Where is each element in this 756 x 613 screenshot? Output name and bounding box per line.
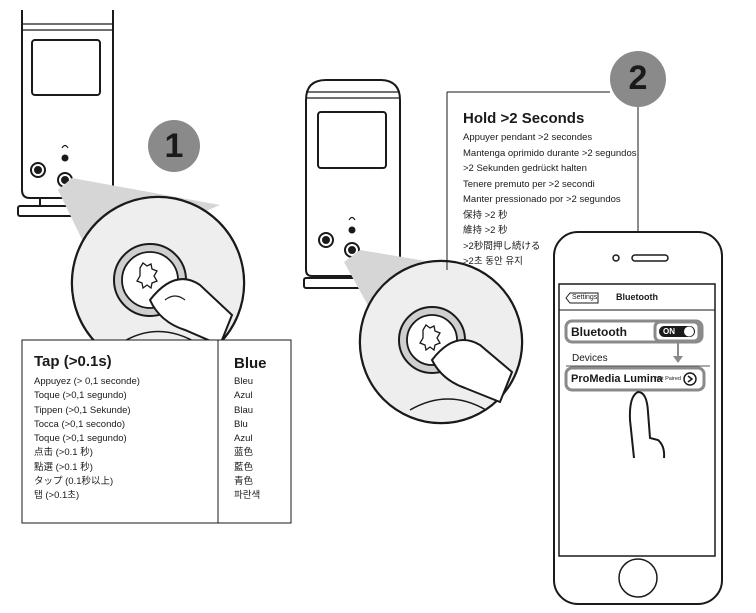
hold-line: 保持 >2 秒 [463,209,508,221]
blue-box-frame [217,339,292,524]
tap-line: Tocca (>0,1 secondo) [34,418,126,430]
hold-line: >2秒間押し続ける [463,240,541,252]
hold-line: 維持 >2 秒 [463,225,508,236]
blue-line: Azul [234,390,253,402]
hold-box-frame [446,92,639,270]
step-1-badge [148,120,200,172]
blue-line: Blu [234,418,248,430]
blue-line: 藍色 [234,461,254,473]
zoom-circle-1 [70,195,246,371]
hold-line: Tenere premuto per >2 secondi [463,178,595,190]
tap-line: 点击 (>0.1 秒) [34,447,93,459]
tap-box-frame [21,339,219,524]
tap-line: 點選 (>0.1 秒) [34,461,93,473]
hold-line: Appuyer pendant >2 secondes [463,132,593,143]
device-name[interactable]: ProMedia Lumina [571,373,663,385]
blue-translations: Bleu Azul Blau Blu Azul 蓝色 藍色 青色 파란색 [234,375,260,504]
tap-title: Tap (>0.1s) [34,353,112,370]
device-status: Not Paired [655,376,681,382]
step-1-number: 1 [164,127,184,165]
zoom-circle-2 [358,259,524,425]
devices-label: Devices [572,353,608,364]
blue-line: 青色 [234,476,254,488]
hold-line: Manter pressionado por >2 segundos [463,194,621,205]
tap-line: Appuyez (> 0,1 seconde) [34,376,140,387]
screen-title: Bluetooth [616,292,658,302]
tap-line: Tippen (>0,1 Sekunde) [34,404,131,416]
blue-line: Azul [234,433,253,445]
hold-title: Hold >2 Seconds [463,110,585,127]
step-2-badge [610,51,666,107]
tap-line: Toque (>0,1 segundo) [34,433,127,445]
blue-title: Blue [234,355,267,372]
bluetooth-label: Bluetooth [571,325,627,339]
blue-line: 파란색 [234,490,261,502]
phone [553,231,723,605]
tap-translations: Appuyez (> 0,1 seconde) Toque (>0,1 segu… [34,375,140,504]
hold-line: >2초 동안 유지 [463,256,523,267]
hold-line: Mantenga oprimido durante >2 segundos [463,147,637,159]
settings-back-button[interactable]: Settings [572,294,598,301]
blue-line: Bleu [234,376,254,387]
step-2-number: 2 [628,59,648,97]
hold-translations: Appuyer pendant >2 secondes Mantenga opr… [463,130,637,270]
blue-line: 蓝色 [234,447,254,459]
bluetooth-toggle[interactable]: ON [663,327,675,336]
blue-line: Blau [234,404,254,416]
tap-line: タップ (0.1秒以上) [34,476,114,488]
tap-line: 탭 (>0.1초) [34,490,80,502]
tap-line: Toque (>0,1 segundo) [34,390,127,402]
hold-line: >2 Sekunden gedrückt halten [463,163,587,174]
